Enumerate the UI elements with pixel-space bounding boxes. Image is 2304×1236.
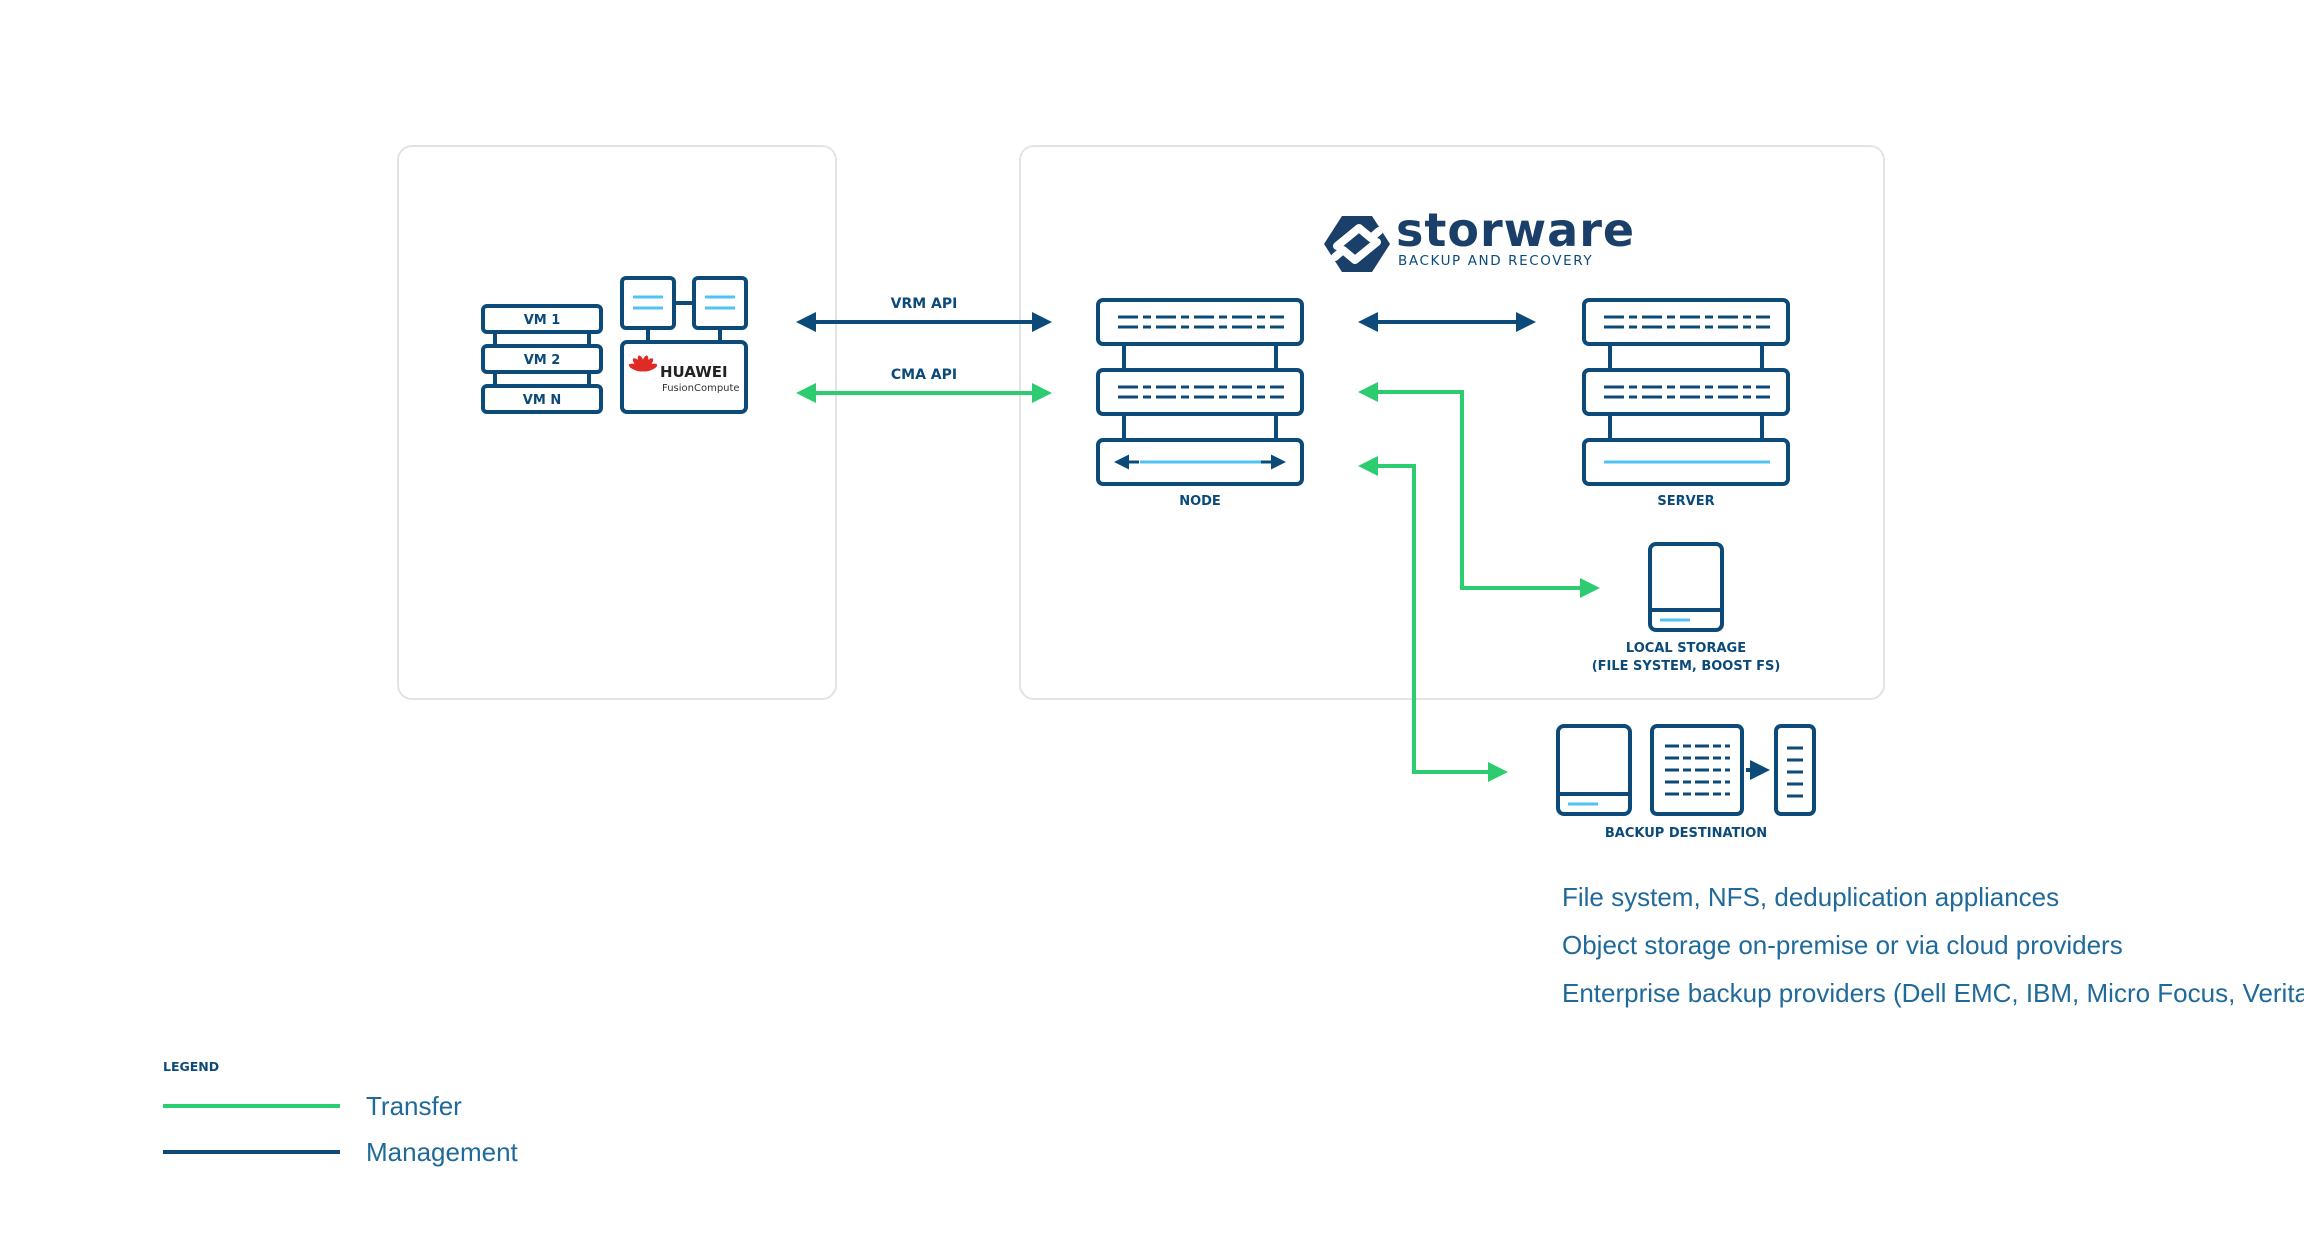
node-unit-1	[1096, 298, 1304, 346]
server-unit-2	[1582, 368, 1790, 416]
backup-tape-lines	[1665, 744, 1730, 796]
vendor-product: FusionCompute	[662, 383, 740, 394]
backup-disk-icon	[1556, 724, 1632, 816]
local-storage-icon	[1648, 542, 1724, 632]
legend-transfer-label: Transfer	[366, 1091, 462, 1121]
vm-stack	[481, 304, 603, 414]
legend-management-label: Management	[366, 1137, 519, 1167]
brand-subtitle: BACKUP AND RECOVERY	[1398, 253, 1593, 269]
vm-box-n	[481, 384, 603, 414]
vendor-name: HUAWEI	[660, 363, 728, 381]
vm-label-2: VM 2	[524, 353, 561, 368]
storware-logo-icon	[1324, 216, 1390, 272]
node-backup-destination-connector	[1358, 456, 1508, 782]
server-unit-dashes	[1604, 315, 1770, 399]
vm-label-n: VM N	[523, 393, 561, 408]
backup-cloud-unit-icon	[1774, 724, 1816, 816]
legend-title: LEGEND	[163, 1059, 219, 1074]
server-unit-1	[1582, 298, 1790, 346]
node-unit-dashes	[1118, 315, 1284, 399]
brand-name: storware	[1396, 203, 1635, 257]
host-module-indicators	[633, 295, 735, 310]
node-unit-2	[1096, 368, 1304, 416]
vm-box-2	[481, 344, 603, 374]
host-module-right	[692, 276, 748, 330]
server-label: SERVER	[1657, 494, 1714, 509]
cma-api-label: CMA API	[891, 367, 957, 383]
huawei-logo-icon	[628, 355, 658, 372]
vm-box-1	[481, 304, 603, 334]
vrm-api-label: VRM API	[891, 296, 958, 312]
backup-destination-label: BACKUP DESTINATION	[1605, 826, 1767, 841]
local-storage-label-line2: (FILE SYSTEM, BOOST FS)	[1592, 659, 1781, 674]
vm-label-1: VM 1	[524, 313, 561, 328]
hypervisor-host	[620, 276, 748, 414]
backup-target-3: Enterprise backup providers (Dell EMC, I…	[1562, 978, 2304, 1008]
host-module-left	[620, 276, 676, 330]
backup-cloud-unit-lines	[1787, 746, 1803, 798]
hypervisor-panel	[397, 145, 837, 700]
node-label: NODE	[1179, 494, 1221, 509]
storware-server	[1582, 298, 1790, 486]
backup-target-2: Object storage on-premise or via cloud p…	[1562, 930, 2123, 960]
backup-target-1: File system, NFS, deduplication applianc…	[1562, 882, 2059, 912]
local-storage-label-line1: LOCAL STORAGE	[1626, 641, 1746, 656]
